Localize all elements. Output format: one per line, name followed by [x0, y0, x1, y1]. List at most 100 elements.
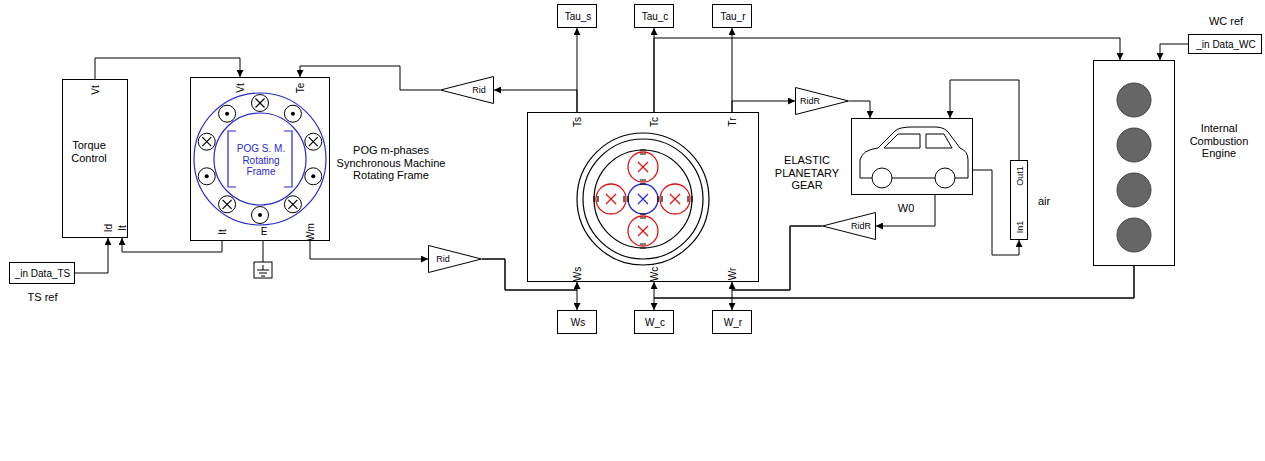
port-label: Vt: [90, 85, 102, 94]
coil-circle: [252, 95, 269, 112]
ground-wire: [263, 241, 264, 262]
mesh-mark: [640, 180, 646, 184]
cylinder: [1117, 83, 1151, 117]
gain-block: Rid: [428, 245, 482, 273]
block-label: Torque Control: [66, 139, 112, 164]
ground-block: [254, 262, 272, 278]
block-label: WC ref: [1209, 15, 1243, 28]
signal-line: [75, 238, 109, 273]
mesh-mark: [594, 196, 598, 202]
coil-cross: [256, 99, 265, 108]
scope-block: W_c: [634, 310, 674, 334]
rotor-circle: [214, 113, 306, 205]
port-label: Out1: [1015, 166, 1025, 186]
block-label: Tau_r: [720, 11, 745, 23]
block-label: RidR: [800, 96, 820, 106]
signal-line: [876, 195, 935, 226]
port-label: It: [117, 225, 129, 231]
gain-outline: [796, 88, 849, 115]
ring-outer: [577, 133, 709, 265]
cylinder: [1117, 173, 1151, 207]
signal-line: [732, 226, 822, 290]
port-label: Ws: [572, 267, 584, 281]
mesh-mark: [624, 196, 628, 202]
coil-dot: [225, 112, 229, 116]
block-label: Tau_s: [565, 11, 592, 23]
block-label: POG S. M. Rotating Frame: [231, 143, 291, 178]
signal-line: [654, 266, 1134, 298]
block-label: RidR: [851, 221, 871, 231]
axis-cross: [606, 194, 616, 204]
block-label: Rid: [472, 85, 486, 95]
planetary-gear-drawing: [577, 133, 709, 265]
signal-line: [732, 226, 822, 310]
signal-line: [654, 38, 1120, 112]
sun-gear: [628, 184, 658, 214]
block-label: _in Data_WC: [1196, 39, 1255, 51]
gain-block: RidR: [822, 212, 876, 240]
block-label: Rid: [436, 254, 450, 264]
port-label: Ts: [572, 117, 584, 127]
coil-circle: [284, 105, 301, 122]
engine-cylinders: [1117, 83, 1151, 252]
port-label: Tc: [649, 117, 661, 127]
gain-outline: [429, 246, 482, 273]
car-wheel: [935, 168, 955, 188]
scope-block: W_r: [712, 310, 752, 334]
block-label: air: [1038, 195, 1050, 208]
port-label: Wc: [649, 267, 661, 281]
scope-block: Tau_c: [634, 4, 674, 28]
planet-gear: [596, 184, 626, 214]
block-label: W0: [898, 202, 915, 215]
signal-line: [849, 101, 870, 118]
gain-outline: [441, 77, 494, 104]
signal-line: [482, 259, 577, 310]
stator-circle: [194, 93, 326, 225]
coil-cross: [202, 137, 211, 146]
axis-cross: [638, 194, 648, 204]
block-label: Tau_c: [642, 11, 669, 23]
coil-cross: [288, 200, 297, 209]
axis-cross: [638, 226, 648, 236]
coil-dot: [291, 112, 295, 116]
block-label: Internal Combustion Engine: [1181, 122, 1257, 160]
machine-drawing: [194, 93, 326, 225]
coil-cross: [223, 200, 232, 209]
coil-circle: [284, 196, 301, 213]
coil-cross: [309, 137, 318, 146]
coil-dot: [205, 174, 209, 178]
mesh-mark: [640, 244, 646, 248]
port-label: Vt: [235, 83, 247, 92]
ring-inner: [594, 150, 692, 248]
signal-line: [1160, 44, 1188, 60]
port-label: Wr: [727, 268, 739, 281]
car-windows: [884, 134, 952, 148]
signal-line: [95, 58, 240, 79]
machine-block: VtTePOG S. M. Rotating FrameItEWmPOG m-p…: [190, 77, 330, 241]
coil-circle: [198, 133, 215, 150]
scope-block: Tau_s: [557, 4, 597, 28]
axis-cross: [638, 162, 648, 172]
block-label: Ws: [571, 317, 585, 329]
gear-block: TsTcTrWsWcWrELASTIC PLANETARY GEAR: [527, 112, 759, 282]
coil-circle: [219, 105, 236, 122]
signal-line: [732, 28, 733, 112]
signal-line: [494, 90, 577, 112]
port-label: In1: [1015, 221, 1025, 234]
port-label: Id: [103, 224, 115, 232]
from-workspace-block: _in Data_WCWC ref: [1188, 34, 1262, 54]
coil-dot: [258, 213, 262, 217]
gain-triangle: [440, 76, 494, 104]
signal-line: [950, 80, 1019, 160]
planet-gear: [628, 152, 658, 182]
mesh-mark: [640, 214, 646, 218]
mesh-mark: [658, 196, 662, 202]
signal-lines: [75, 28, 1189, 310]
gain-outline: [823, 213, 876, 240]
block-label: E: [261, 226, 268, 238]
scope-block: Ws: [557, 310, 597, 334]
gain-block: Rid: [440, 76, 494, 104]
subsystem-block: In1Out1air: [1010, 160, 1028, 240]
rotor-bracket: [228, 131, 292, 187]
